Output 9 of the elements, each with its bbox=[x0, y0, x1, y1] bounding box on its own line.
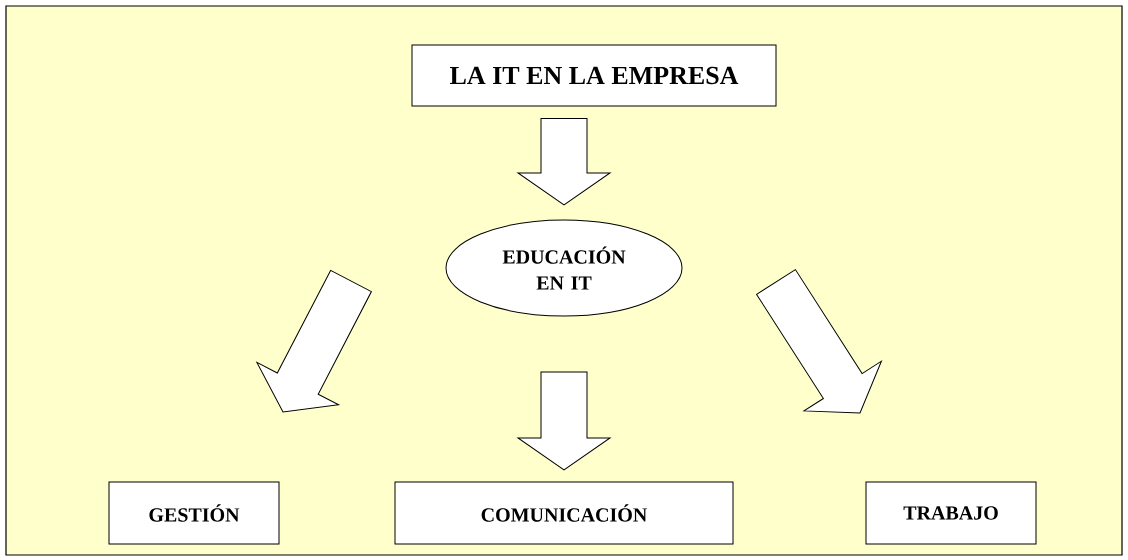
process-box: GESTIÓN bbox=[108, 481, 280, 545]
ellipse-node: EDUCACIÓN EN IT bbox=[445, 219, 683, 317]
process-box: COMUNICACIÓN bbox=[394, 481, 734, 545]
block-arrow bbox=[517, 118, 611, 206]
block-arrow bbox=[256, 269, 372, 413]
process-box: TRABAJO bbox=[865, 481, 1037, 545]
block-arrow bbox=[517, 371, 611, 471]
process-box: LA IT EN LA EMPRESA bbox=[411, 44, 777, 107]
block-arrow bbox=[756, 269, 882, 414]
